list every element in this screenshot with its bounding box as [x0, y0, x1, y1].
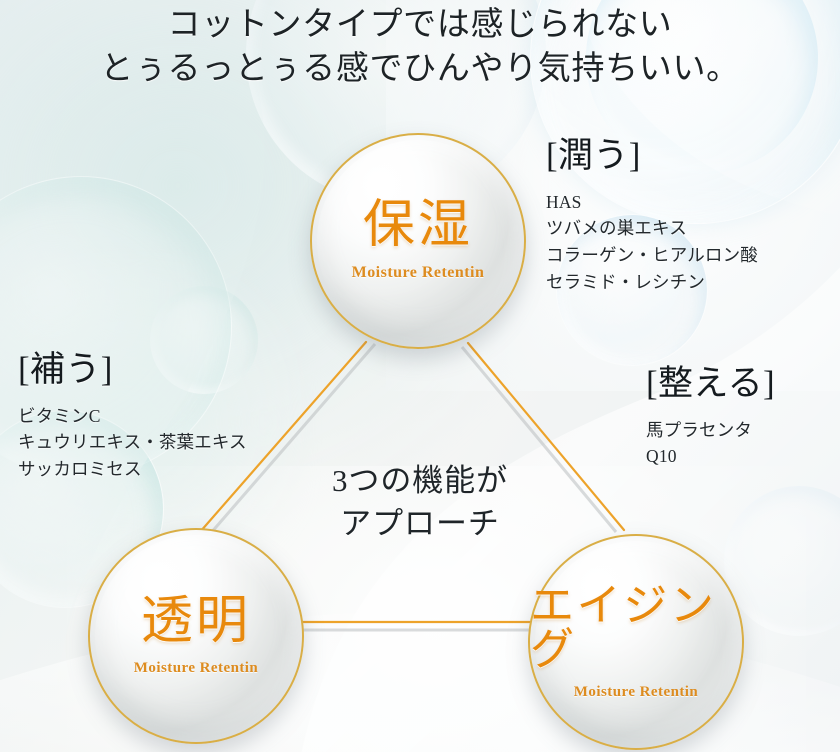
annotation-balance-list: 馬プラセンタ Q10 — [646, 417, 836, 470]
annotation-moisturize-item: セラミド・レシチン — [546, 271, 706, 292]
connector-shadow-right — [460, 346, 618, 533]
headline-line-1: コットンタイプでは感じられない — [167, 7, 673, 43]
node-moisture-subtitle: Moisture Retentin — [351, 264, 485, 281]
annotation-replenish-item: サッカロミセス — [18, 458, 142, 479]
connector-line-moisture-aging — [466, 341, 626, 532]
centre-caption: 3つの機能が アプローチ — [282, 460, 558, 546]
node-clarity-title: 透明 — [140, 592, 252, 650]
node-clarity-subtitle: Moisture Retentin — [133, 659, 259, 676]
annotation-replenish-list: ビタミンC キュウリエキス・茶葉エキス サッカロミセス — [18, 403, 318, 483]
annotation-replenish-item: ビタミンC — [18, 405, 101, 426]
node-clarity[interactable]: 透明 Moisture Retentin — [88, 528, 304, 744]
annotation-moisturize-list: HAS ツバメの巣エキス コラーゲン・ヒアルロン酸 セラミド・レシチン — [546, 189, 836, 295]
annotation-balance-item: Q10 — [646, 446, 677, 467]
bubble-decoration-center-right — [556, 214, 708, 366]
node-aging-title: エイジング — [530, 580, 717, 674]
node-moisture-title: 保湿 — [362, 197, 474, 254]
annotation-replenish-heading: [補う] — [18, 350, 113, 389]
centre-caption-line-1: 3つの機能が — [331, 463, 509, 498]
annotation-balance: [整える] 馬プラセンタ Q10 — [646, 364, 836, 470]
headline: コットンタイプでは感じられない とぅるっとぅる感でひんやり気持ちいい。 — [0, 4, 840, 91]
connector-shadow-left — [208, 343, 377, 535]
annotation-moisturize-item: HAS — [546, 191, 582, 212]
annotation-moisturize-item: コラーゲン・ヒアルロン酸 — [546, 244, 758, 265]
headline-line-2: とぅるっとぅる感でひんやり気持ちいい。 — [100, 50, 740, 87]
annotation-replenish-item: キュウリエキス・茶葉エキス — [18, 432, 247, 453]
node-aging-subtitle: Moisture Retentin — [573, 683, 699, 700]
centre-caption-line-2: アプローチ — [340, 505, 500, 541]
node-moisture[interactable]: 保湿 Moisture Retentin — [310, 133, 526, 349]
annotation-balance-heading: [整える] — [646, 364, 776, 403]
node-aging[interactable]: エイジング Moisture Retentin — [528, 534, 744, 750]
connector-line-moisture-clarity — [198, 340, 368, 534]
annotation-balance-item: 馬プラセンタ — [646, 419, 753, 440]
annotation-moisturize: [潤う] HAS ツバメの巣エキス コラーゲン・ヒアルロン酸 セラミド・レシチン — [546, 136, 836, 295]
annotation-moisturize-item: ツバメの巣エキス — [546, 218, 687, 239]
annotation-moisturize-heading: [潤う] — [546, 136, 641, 175]
annotation-replenish: [補う] ビタミンC キュウリエキス・茶葉エキス サッカロミセス — [18, 350, 318, 483]
